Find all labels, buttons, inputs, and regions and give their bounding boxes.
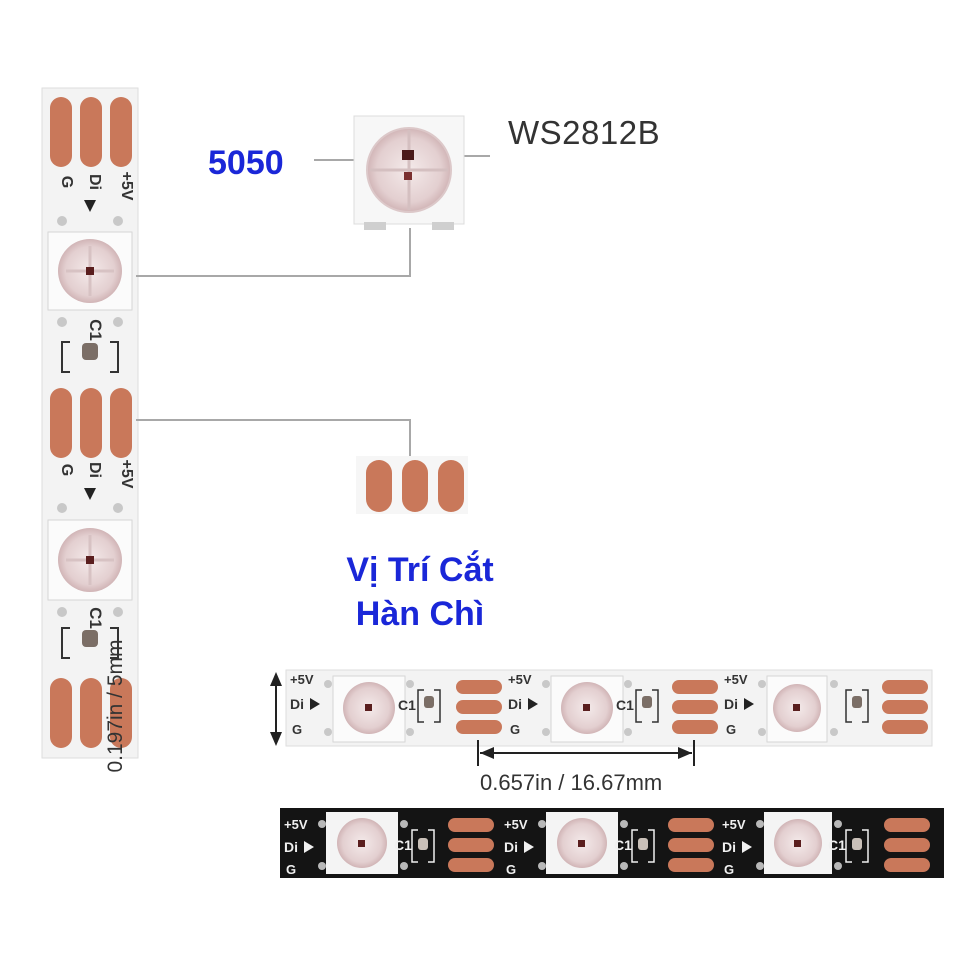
c1-label: C1	[86, 607, 105, 629]
arrow-right-icon	[310, 698, 320, 710]
data-in-label: Di	[86, 174, 103, 190]
pitch-dimension-marker	[477, 740, 695, 766]
arrow-right-icon	[524, 841, 534, 853]
data-in-label: Di	[508, 696, 522, 712]
led-chip-2	[47, 503, 133, 617]
ground-label: G	[726, 722, 736, 737]
vplus-label: +5V	[290, 672, 314, 687]
arrow-right-icon	[304, 841, 314, 853]
ground-label: G	[506, 862, 516, 877]
led-segment: +5V Di G C1	[504, 812, 714, 877]
package-size-label: 5050	[208, 144, 284, 182]
strip-width-dimension-label: 0.197in / 5mm	[104, 639, 127, 773]
arrow-right-icon	[744, 698, 754, 710]
led-segment: +5V Di G C1	[284, 812, 494, 877]
led-chip-1	[47, 216, 133, 327]
arrow-right-icon	[742, 841, 752, 853]
vplus-label: +5V	[504, 817, 528, 832]
horizontal-white-strip: +5V Di G C1 +5V Di G C1	[285, 669, 933, 747]
ground-label: G	[58, 464, 75, 476]
data-in-label: Di	[722, 839, 736, 855]
data-in-label: Di	[290, 696, 304, 712]
data-in-label: Di	[284, 839, 298, 855]
led-segment: +5V Di G	[724, 672, 928, 743]
arrow-down-icon	[84, 488, 96, 500]
vplus-label: +5V	[118, 460, 135, 489]
c1-label: C1	[86, 319, 105, 341]
cut-solder-pads-bottom	[50, 678, 132, 748]
c1-label: C1	[614, 837, 632, 853]
silkscreen-labels-top: G Di +5V	[58, 172, 135, 212]
c1-label: C1	[394, 837, 412, 853]
capacitor-c1-2: C1	[61, 607, 119, 659]
c1-label: C1	[398, 697, 416, 713]
led-segment: +5V Di G C1	[508, 672, 718, 743]
ws2812b-chip-closeup	[353, 115, 465, 230]
c1-label: C1	[828, 837, 846, 853]
arrow-down-icon	[84, 200, 96, 212]
ground-label: G	[510, 722, 520, 737]
cut-solder-pads-middle	[50, 388, 132, 458]
cut-solder-position-label: Vị Trí Cắt Hàn Chì	[300, 548, 540, 636]
height-dimension-marker	[270, 672, 282, 746]
vplus-label: +5V	[724, 672, 748, 687]
vplus-label: +5V	[722, 817, 746, 832]
data-in-label: Di	[724, 696, 738, 712]
cut-solder-pads-top	[50, 97, 132, 167]
chip-model-label: WS2812B	[508, 114, 661, 151]
cut-label-line-1: Vị Trí Cắt	[346, 551, 494, 589]
horizontal-black-strip: +5V Di G C1 +5V Di G C1	[280, 808, 944, 878]
led-segment: +5V Di G C1	[722, 812, 930, 877]
data-in-label: Di	[86, 462, 103, 478]
cut-label-line-2: Hàn Chì	[355, 595, 485, 633]
ground-label: G	[292, 722, 302, 737]
cut-pads-closeup	[356, 456, 468, 514]
vplus-label: +5V	[118, 172, 135, 201]
ground-label: G	[724, 862, 734, 877]
ground-label: G	[286, 862, 296, 877]
ground-label: G	[58, 176, 75, 188]
vertical-led-strip: G Di +5V C1 G Di	[41, 87, 139, 759]
data-in-label: Di	[504, 839, 518, 855]
c1-label: C1	[616, 697, 634, 713]
vplus-label: +5V	[508, 672, 532, 687]
capacitor-c1-1: C1	[61, 319, 119, 373]
arrow-right-icon	[528, 698, 538, 710]
led-pitch-dimension-label: 0.657in / 16.67mm	[480, 770, 663, 795]
led-segment: +5V Di G C1	[290, 672, 502, 743]
silkscreen-labels-middle: G Di +5V	[58, 460, 135, 500]
vplus-label: +5V	[284, 817, 308, 832]
